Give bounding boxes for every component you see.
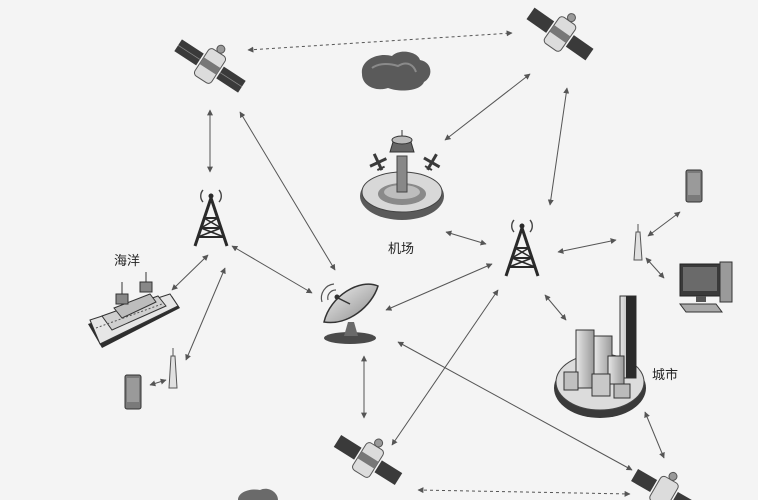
link-tower-right-to-city	[544, 294, 567, 321]
link-sat-top-left-to-sat-top-right	[247, 30, 513, 53]
satellite-icon	[526, 7, 594, 61]
antenna-icon	[633, 224, 643, 261]
city-buildings-icon	[554, 295, 646, 418]
link-sat-bottom-to-sat-bottom-right	[417, 487, 631, 497]
cloud-island-icon	[238, 488, 278, 500]
airport-tower-icon	[360, 130, 444, 220]
radio-tower-icon	[504, 219, 540, 277]
link-sat-top-left-to-dish	[239, 111, 336, 271]
link-tower-right-to-dish	[385, 263, 493, 311]
label-ocean: 海洋	[114, 254, 141, 269]
link-antenna-right-to-computer	[645, 257, 665, 279]
link-antenna-right-to-phone	[647, 211, 681, 237]
desktop-computer-icon	[679, 261, 733, 313]
link-sat-top-right-to-tower-right	[547, 87, 570, 206]
mobile-phone-icon	[124, 374, 142, 410]
link-sat-top-right-to-airport	[444, 73, 531, 141]
satellite-icon	[174, 39, 246, 93]
link-tower-right-to-antenna-right	[557, 238, 617, 254]
link-tower-left-to-ship	[171, 254, 209, 291]
label-city: 城市	[652, 368, 679, 383]
label-airport: 机场	[388, 242, 415, 257]
link-airport-to-tower-right	[445, 230, 487, 246]
link-dish-to-sat-bottom-right	[397, 341, 633, 471]
satellite-dish-icon	[320, 283, 379, 344]
link-tower-left-to-antenna	[185, 267, 226, 361]
antenna-icon	[168, 348, 178, 389]
radio-tower-icon	[193, 189, 229, 247]
connection-lines	[149, 30, 681, 497]
satellite-icon	[631, 468, 697, 500]
link-tower-left-to-dish	[231, 245, 313, 294]
satellite-icon	[333, 434, 403, 486]
mobile-phone-icon	[685, 169, 703, 203]
link-city-to-sat-bottom-right	[644, 411, 665, 459]
cloud-island-icon	[361, 51, 431, 91]
link-antenna-left-to-phone	[149, 378, 167, 387]
ship-icon	[88, 272, 180, 348]
